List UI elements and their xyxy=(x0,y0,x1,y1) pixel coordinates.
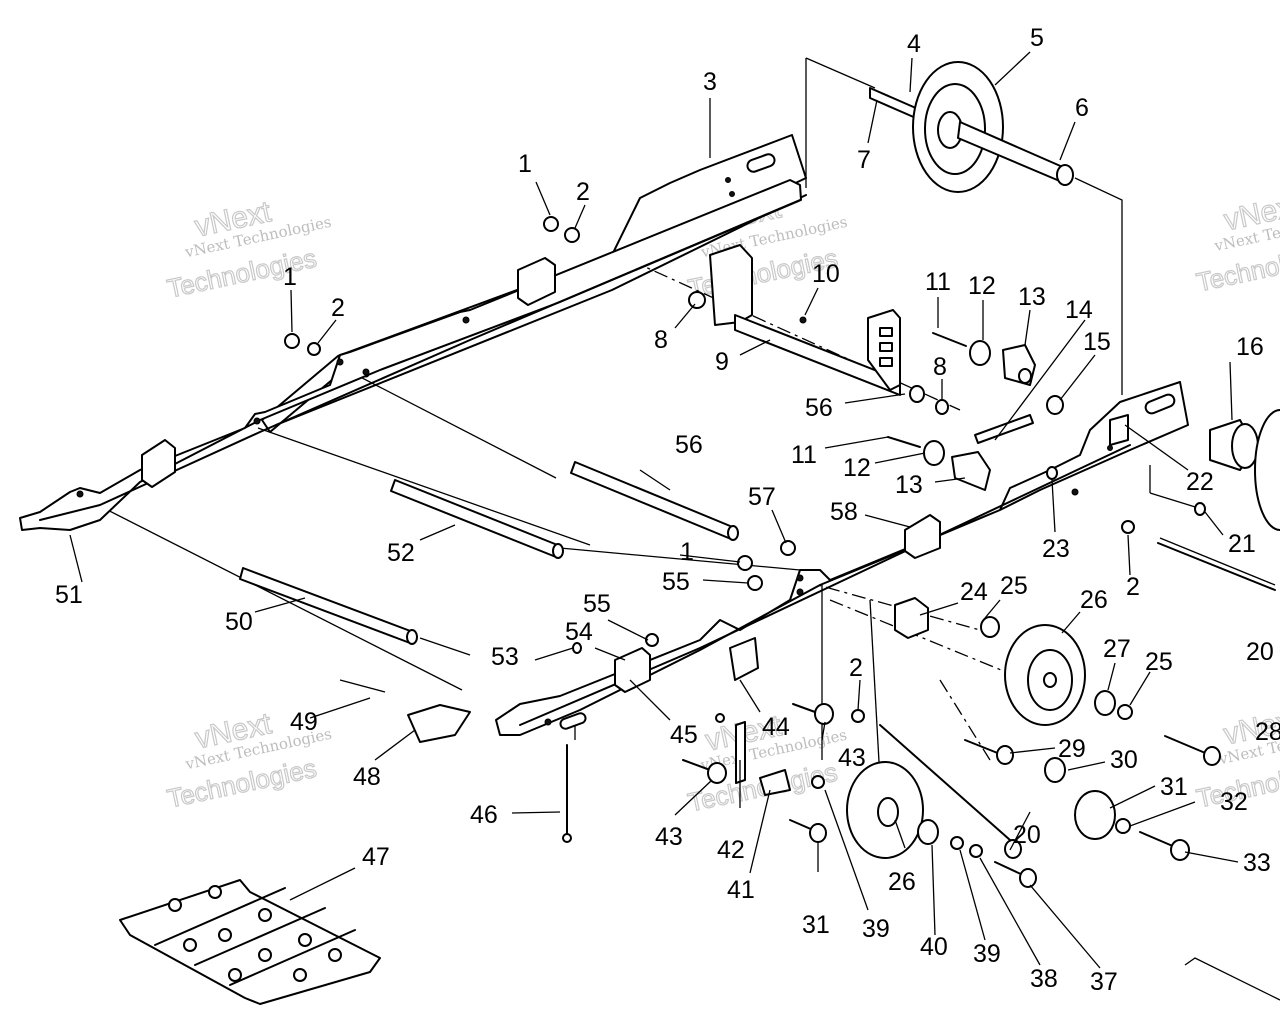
callout-2: 2 xyxy=(1126,573,1140,601)
callout-14: 14 xyxy=(1065,296,1093,324)
torque-arm xyxy=(688,244,925,403)
track-segment xyxy=(119,879,381,1005)
callout-11: 11 xyxy=(791,441,817,469)
callout-44: 44 xyxy=(762,713,790,741)
callout-1: 1 xyxy=(283,263,297,291)
callout-2: 2 xyxy=(331,294,345,322)
right-rear-wheel xyxy=(1209,409,1280,531)
bolts xyxy=(562,537,1276,888)
callout-21: 21 xyxy=(1228,530,1256,558)
idler-wheels xyxy=(846,624,1116,859)
callout-20: 20 xyxy=(1013,821,1041,849)
callout-38: 38 xyxy=(1030,965,1058,993)
rail-clips xyxy=(407,597,929,796)
callout-31: 31 xyxy=(802,911,830,939)
callout-39: 39 xyxy=(973,940,1001,968)
callout-43: 43 xyxy=(838,744,866,772)
callout-58: 58 xyxy=(830,498,858,526)
callout-23: 23 xyxy=(1042,535,1070,563)
callout-50: 50 xyxy=(225,608,253,636)
small-fasteners xyxy=(284,216,1206,858)
callout-1: 1 xyxy=(680,538,694,566)
callout-12: 12 xyxy=(843,454,871,482)
callout-15: 15 xyxy=(1083,328,1111,356)
callout-31: 31 xyxy=(1160,773,1188,801)
callout-11: 11 xyxy=(925,268,951,296)
callout-3: 3 xyxy=(703,68,717,96)
callout-48: 48 xyxy=(353,763,381,791)
callout-5: 5 xyxy=(1030,24,1044,52)
left-main-rail xyxy=(19,179,802,531)
callout-25: 25 xyxy=(1000,572,1028,600)
callout-26: 26 xyxy=(1080,586,1108,614)
callout-29: 29 xyxy=(1058,735,1086,763)
callout-8: 8 xyxy=(933,353,947,381)
callout-26: 26 xyxy=(888,868,916,896)
rail-slide-block-left xyxy=(141,257,556,488)
callout-42: 42 xyxy=(717,836,745,864)
callout-numbers: 1 2 1 2 3 4 5 6 7 8 9 10 11 12 13 14 15 … xyxy=(55,24,1280,996)
callout-16: 16 xyxy=(1236,333,1264,361)
callout-22: 22 xyxy=(1186,468,1214,496)
leader-lines xyxy=(69,51,1239,969)
watermark-right-top: vNext vNext Technologies Technologies xyxy=(1193,188,1280,298)
callout-55: 55 xyxy=(662,568,690,596)
callout-2: 2 xyxy=(576,178,590,206)
callout-37: 37 xyxy=(1090,968,1118,996)
callout-55: 55 xyxy=(583,590,611,618)
callout-53: 53 xyxy=(491,643,519,671)
callout-13: 13 xyxy=(895,471,923,499)
callout-52: 52 xyxy=(387,539,415,567)
callout-32: 32 xyxy=(1220,788,1248,816)
bushings-upper xyxy=(887,332,1129,491)
callout-6: 6 xyxy=(1075,94,1089,122)
rear-wheel-axle xyxy=(869,61,1074,193)
callout-9: 9 xyxy=(715,348,729,376)
callout-40: 40 xyxy=(920,933,948,961)
callout-45: 45 xyxy=(670,721,698,749)
callout-30: 30 xyxy=(1110,746,1138,774)
callout-20: 20 xyxy=(1246,638,1274,666)
callout-1: 1 xyxy=(518,150,532,178)
callout-2: 2 xyxy=(849,654,863,682)
callout-24: 24 xyxy=(960,578,988,606)
callout-51: 51 xyxy=(55,581,83,609)
callout-54: 54 xyxy=(565,618,593,646)
callout-10: 10 xyxy=(812,260,840,288)
callout-12: 12 xyxy=(968,272,996,300)
callout-47: 47 xyxy=(362,843,390,871)
callout-49: 49 xyxy=(290,708,318,736)
callout-41: 41 xyxy=(727,876,755,904)
callout-57: 57 xyxy=(748,483,776,511)
callout-39: 39 xyxy=(862,915,890,943)
callout-43: 43 xyxy=(655,823,683,851)
callout-25: 25 xyxy=(1145,648,1173,676)
callout-33: 33 xyxy=(1243,849,1271,877)
callout-56: 56 xyxy=(805,394,833,422)
callout-27: 27 xyxy=(1103,635,1131,663)
callout-56: 56 xyxy=(675,431,703,459)
callout-28: 28 xyxy=(1255,718,1280,746)
cross-shafts xyxy=(239,461,739,645)
watermark-left-top: vNext vNext Technologies Technologies xyxy=(164,195,333,305)
callout-7: 7 xyxy=(857,146,871,174)
callout-4: 4 xyxy=(907,30,921,58)
callout-13: 13 xyxy=(1018,283,1046,311)
callout-46: 46 xyxy=(470,801,498,829)
callout-8: 8 xyxy=(654,326,668,354)
